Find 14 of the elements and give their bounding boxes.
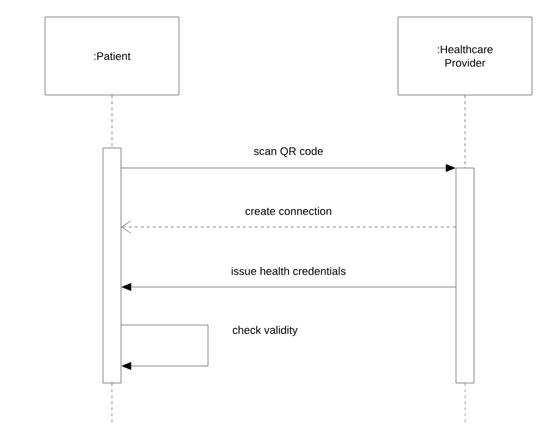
activation-bar [102,148,122,384]
edge-label: scan QR code [252,146,324,158]
edge-label: create connection [244,206,333,216]
activation-bar [456,168,474,384]
edge-label: issue health credentials [230,266,347,276]
message-arrow [121,220,456,234]
lifeline [464,383,466,425]
edge-label: check validity [231,324,299,338]
lifeline-head-box: :Healthcare Provider [398,16,532,96]
lifeline-head-box: :Patient [44,16,180,96]
message-arrow [122,283,456,291]
lifeline [464,95,466,168]
message-arrow [121,164,456,172]
self-message-arrow [121,324,208,370]
